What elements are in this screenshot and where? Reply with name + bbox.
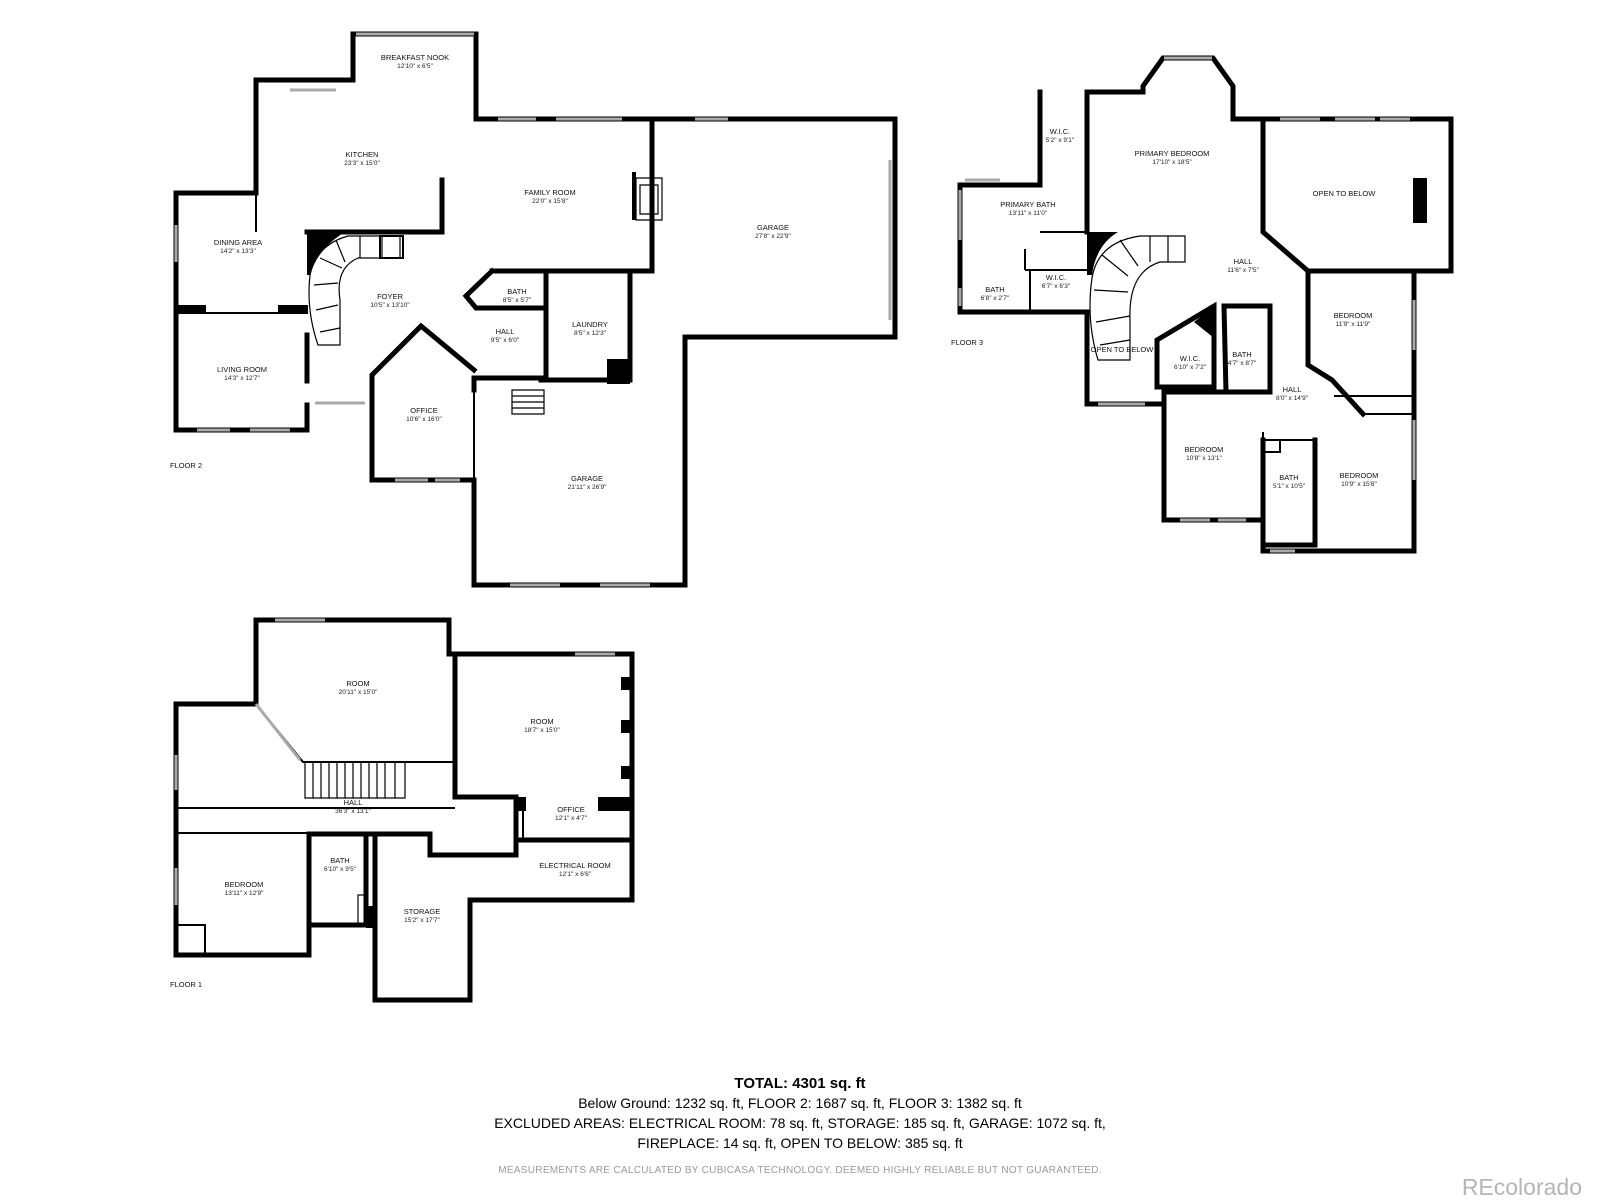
wic-c-name: W.I.C.	[1180, 354, 1200, 363]
room-a-dim: 20'11" x 15'0"	[339, 689, 378, 696]
hall-f3b-name: HALL	[1283, 385, 1302, 394]
hall-f3b-dim: 8'0" x 14'9"	[1276, 395, 1309, 402]
bedroom-f1-name: BEDROOM	[225, 880, 264, 889]
room-b-dim: 18'7" x 15'0"	[524, 727, 560, 734]
foyer-dim: 10'5" x 13'10"	[370, 302, 410, 309]
room-b-name: ROOM	[530, 717, 553, 726]
bath-f2-name: BATH	[507, 287, 526, 296]
wic-b-name: W.I.C.	[1046, 273, 1066, 282]
floor-1-plan	[173, 617, 635, 1003]
living-room-name: LIVING ROOM	[217, 365, 267, 374]
breakfast-nook-dim: 12'10" x 6'5"	[397, 63, 433, 70]
dining-area-name: DINING AREA	[214, 238, 262, 247]
office-f2-name: OFFICE	[410, 406, 438, 415]
bedroom-b-name: BEDROOM	[1185, 445, 1224, 454]
electrical-room-name: ELECTRICAL ROOM	[539, 861, 610, 870]
measurement-disclaimer: MEASUREMENTS ARE CALCULATED BY CUBICASA …	[498, 1165, 1102, 1176]
bath-f2-dim: 8'5" x 5'7"	[503, 297, 532, 304]
garage-lower-dim: 21'11" x 26'9"	[568, 484, 607, 491]
hall-f2-dim: 9'5" x 6'0"	[491, 337, 520, 344]
bath-f3a-name: BATH	[985, 285, 1004, 294]
bedroom-c-dim: 10'9" x 15'8"	[1341, 481, 1377, 488]
bedroom-a-dim: 11'9" x 11'9"	[1336, 321, 1371, 328]
open-below-b-name: OPEN TO BELOW	[1091, 345, 1155, 354]
office-f1-name: OFFICE	[557, 805, 585, 814]
hall-f1-dim: 36'3" x 13'1"	[335, 808, 371, 815]
bedroom-b-dim: 10'8" x 13'1"	[1186, 455, 1222, 462]
dining-area-dim: 14'2" x 13'3"	[220, 248, 256, 255]
garage-upper-dim: 27'8" x 22'9"	[755, 233, 791, 240]
storage-name: STORAGE	[404, 907, 441, 916]
bath-f3b-name: BATH	[1232, 350, 1251, 359]
garage-lower-name: GARAGE	[571, 474, 603, 483]
kitchen-name: KITCHEN	[346, 150, 379, 159]
primary-bath-name: PRIMARY BATH	[1000, 200, 1055, 209]
primary-bedroom-dim: 17'10" x 18'5"	[1152, 159, 1192, 166]
bath-f3b-dim: 4'7" x 8'7"	[1228, 360, 1257, 367]
laundry-name: LAUNDRY	[572, 320, 608, 329]
family-room-name: FAMILY ROOM	[524, 188, 575, 197]
bedroom-a-name: BEDROOM	[1334, 311, 1373, 320]
bath-f3c-dim: 5'1" x 10'5"	[1273, 483, 1306, 490]
primary-bedroom-name: PRIMARY BEDROOM	[1135, 149, 1210, 158]
bath-f1-name: BATH	[330, 856, 349, 865]
floor-areas-line: Below Ground: 1232 sq. ft, FLOOR 2: 1687…	[578, 1095, 1022, 1111]
wic-b-dim: 6'7" x 6'3"	[1042, 283, 1071, 290]
hall-f1-name: HALL	[344, 798, 363, 807]
electrical-room-dim: 12'1" x 6'6"	[559, 871, 592, 878]
floor-3-label: FLOOR 3	[951, 338, 983, 347]
floor-3-plan	[957, 55, 1454, 554]
floor-2-plan	[173, 31, 898, 588]
hall-f3a-name: HALL	[1234, 257, 1253, 266]
family-room-dim: 22'0" x 15'8"	[532, 198, 568, 205]
brand-logo: REcolorado	[1461, 1174, 1582, 1200]
open-below-a-name: OPEN TO BELOW	[1313, 189, 1377, 198]
office-f1-dim: 12'1" x 4'7"	[555, 815, 588, 822]
office-f2-dim: 10'6" x 16'0"	[406, 416, 442, 423]
wic-a-name: W.I.C.	[1050, 127, 1070, 136]
bedroom-f1-dim: 13'11" x 12'9"	[225, 890, 264, 897]
laundry-dim: 8'5" x 12'3"	[574, 330, 607, 337]
total-area: TOTAL: 4301 sq. ft	[734, 1075, 866, 1092]
room-a-name: ROOM	[346, 679, 369, 688]
hall-f2-name: HALL	[496, 327, 515, 336]
hall-f3a-dim: 11'6" x 7'5"	[1227, 267, 1259, 274]
kitchen-dim: 23'3" x 15'0"	[344, 160, 380, 167]
excluded-areas-line: EXCLUDED AREAS: ELECTRICAL ROOM: 78 sq. …	[494, 1115, 1106, 1131]
wic-a-dim: 5'2" x 9'1"	[1046, 137, 1075, 144]
breakfast-nook-name: BREAKFAST NOOK	[381, 53, 449, 62]
bath-f1-dim: 6'10" x 9'5"	[324, 866, 357, 873]
garage-upper-name: GARAGE	[757, 223, 789, 232]
excluded-areas-line-2: FIREPLACE: 14 sq. ft, OPEN TO BELOW: 385…	[637, 1135, 963, 1151]
storage-dim: 15'2" x 17'7"	[404, 917, 440, 924]
bath-f3c-name: BATH	[1279, 473, 1298, 482]
bath-f3a-dim: 6'8" x 2'7"	[981, 295, 1010, 302]
primary-bath-dim: 13'11" x 11'0"	[1009, 210, 1048, 217]
floor-2-label: FLOOR 2	[170, 461, 202, 470]
living-room-dim: 14'3" x 12'7"	[224, 375, 260, 382]
foyer-name: FOYER	[377, 292, 403, 301]
floor-1-label: FLOOR 1	[170, 980, 202, 989]
bedroom-c-name: BEDROOM	[1340, 471, 1379, 480]
wic-c-dim: 6'10" x 7'2"	[1174, 364, 1207, 371]
